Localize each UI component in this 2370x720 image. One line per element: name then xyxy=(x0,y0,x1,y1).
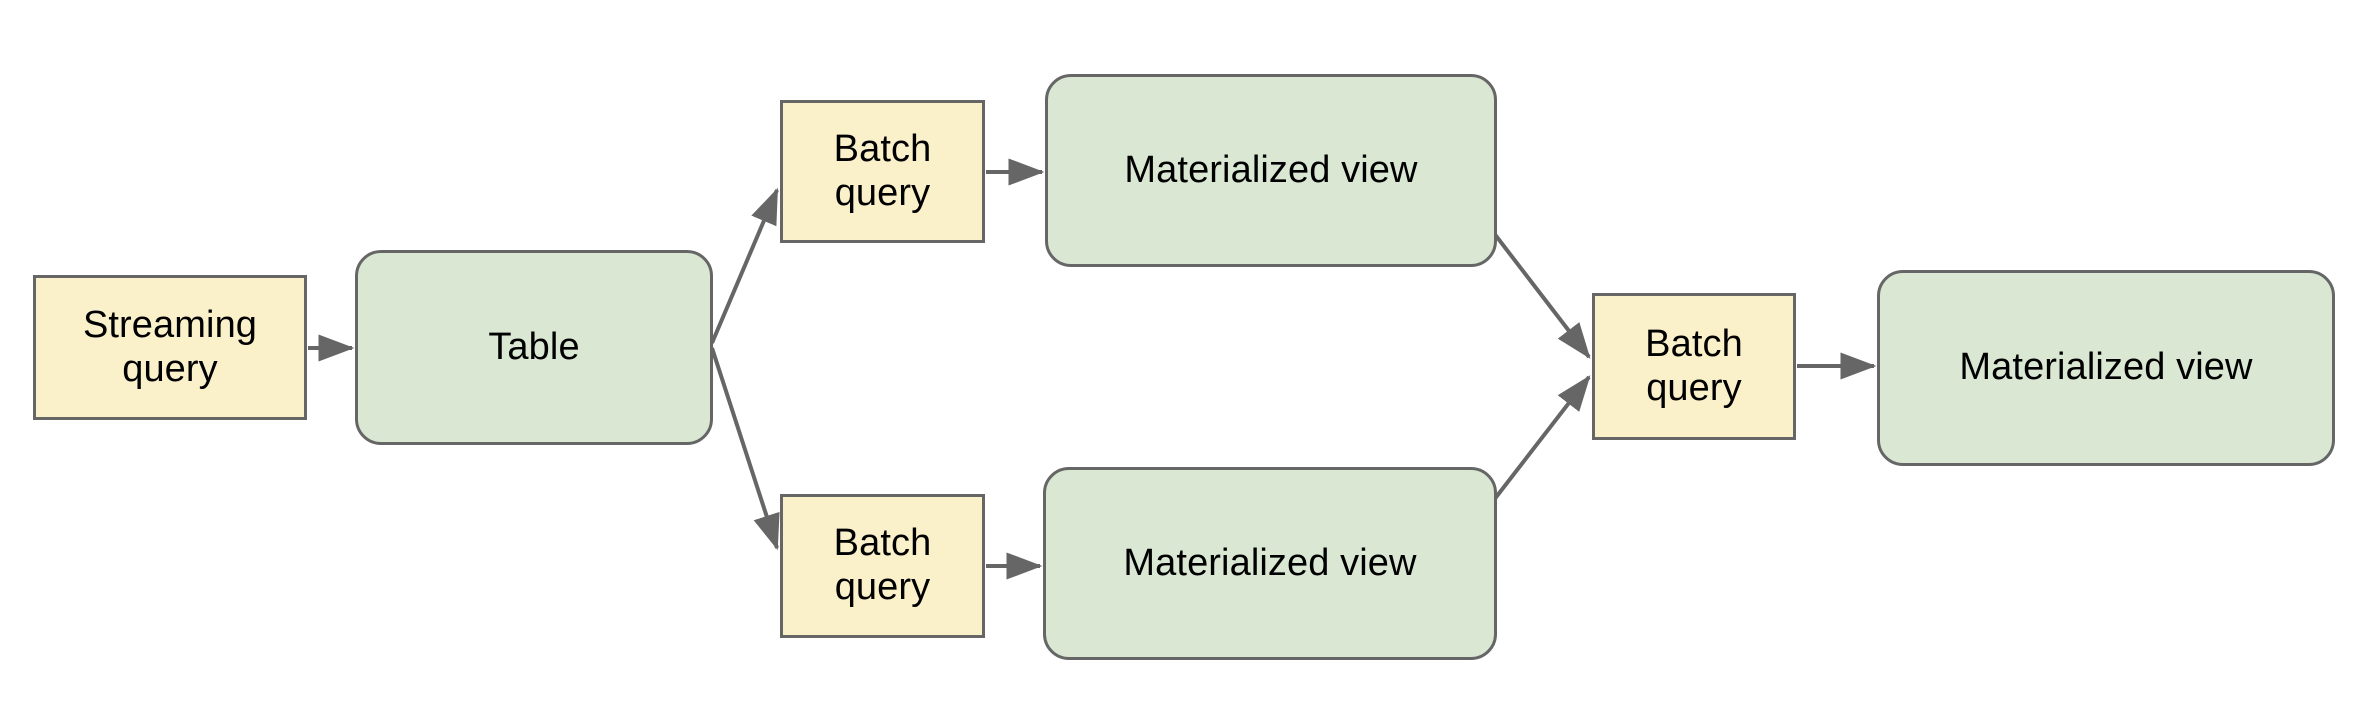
node-streaming-query-label: Streaming query xyxy=(82,303,258,390)
edge-table-to-batch-query-top xyxy=(710,187,779,344)
node-materialized-view-top-label: Materialized view xyxy=(1124,148,1418,191)
node-materialized-view-bottom[interactable]: Materialized view xyxy=(1043,467,1497,660)
node-batch-query-top[interactable]: Batch query xyxy=(780,100,985,243)
node-batch-query-top-label: Batch query xyxy=(833,127,932,214)
node-batch-query-middle[interactable]: Batch query xyxy=(1592,293,1796,440)
node-batch-query-middle-label: Batch query xyxy=(1645,322,1743,409)
node-streaming-query[interactable]: Streaming query xyxy=(33,275,307,420)
edge-materialized-view-bottom-to-batch-query-middle xyxy=(1488,375,1591,507)
node-batch-query-bottom-label: Batch query xyxy=(833,522,932,608)
node-materialized-view-right-label: Materialized view xyxy=(1959,346,2253,389)
node-table-label: Table xyxy=(488,325,580,368)
node-table[interactable]: Table xyxy=(355,250,713,445)
node-materialized-view-right[interactable]: Materialized view xyxy=(1877,270,2335,466)
edge-materialized-view-top-to-batch-query-middle xyxy=(1488,226,1591,359)
node-materialized-view-bottom-label: Materialized view xyxy=(1123,541,1417,584)
node-batch-query-bottom[interactable]: Batch query xyxy=(780,494,985,638)
edge-table-to-batch-query-bottom xyxy=(710,347,780,551)
node-materialized-view-top[interactable]: Materialized view xyxy=(1045,74,1497,267)
